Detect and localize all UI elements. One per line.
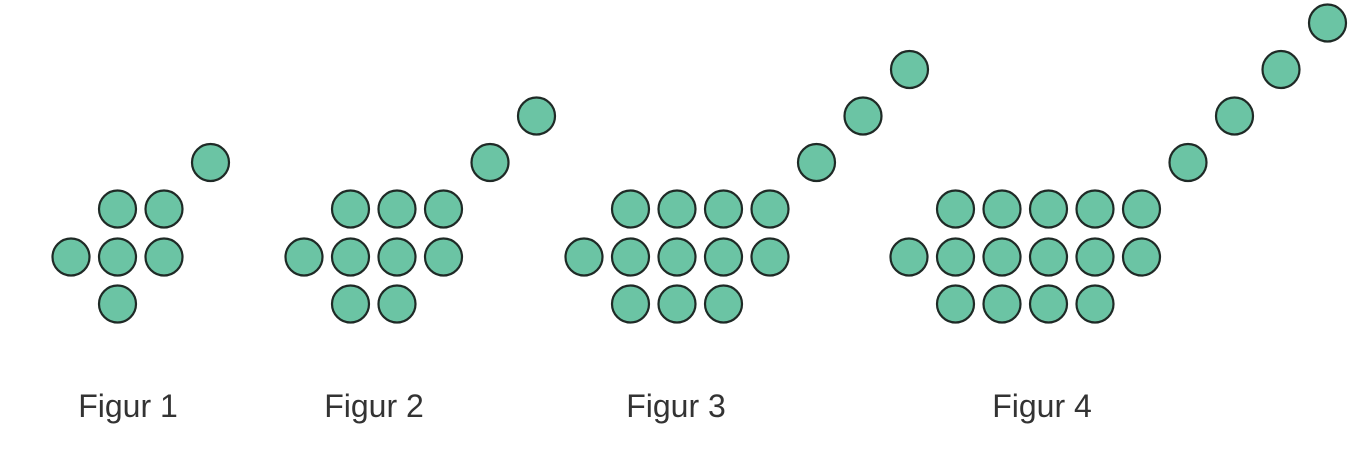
- dot-top-row: [657, 189, 697, 229]
- dot-bottom-row: [1028, 284, 1069, 324]
- dot-top-row: [1121, 189, 1162, 229]
- dot-diagonal: [1261, 49, 1301, 90]
- dot-diagonal: [889, 49, 930, 90]
- dot-middle-row: [377, 237, 417, 277]
- dot-middle-row: [284, 237, 324, 277]
- figure-3-label: Figur 3: [626, 388, 726, 424]
- dot-middle-row: [51, 237, 91, 277]
- dot-top-row: [1075, 189, 1115, 229]
- dot-middle-row: [97, 237, 138, 277]
- dot-middle-row: [935, 237, 976, 277]
- figure-3-dots: [564, 49, 930, 324]
- dot-top-row: [144, 189, 184, 229]
- dot-top-row: [982, 189, 1022, 229]
- dot-middle-row: [982, 237, 1022, 277]
- dot-bottom-row: [97, 284, 138, 324]
- dot-bottom-row: [982, 284, 1022, 324]
- dot-middle-row: [750, 237, 790, 277]
- dot-diagonal: [190, 142, 231, 183]
- dot-middle-row: [144, 237, 184, 277]
- dot-diagonal: [1214, 96, 1255, 136]
- dot-bottom-row: [1075, 284, 1115, 324]
- dot-bottom-row: [935, 284, 976, 324]
- figure-2-dots: [284, 96, 557, 324]
- dot-middle-row: [564, 237, 604, 277]
- dot-bottom-row: [377, 284, 417, 324]
- dot-middle-row: [1121, 237, 1162, 277]
- dot-middle-row: [423, 237, 464, 277]
- dot-diagonal: [1168, 142, 1208, 183]
- dot-middle-row: [657, 237, 697, 277]
- dot-top-row: [330, 189, 371, 229]
- dot-top-row: [935, 189, 976, 229]
- dot-top-row: [610, 189, 651, 229]
- dot-top-row: [97, 189, 138, 229]
- dot-bottom-row: [610, 284, 651, 324]
- figure-4-label: Figur 4: [992, 388, 1092, 424]
- figure-4-dots: [889, 3, 1348, 324]
- dot-diagonal: [470, 142, 510, 183]
- figure-1-dots: [51, 142, 231, 324]
- dot-bottom-row: [330, 284, 371, 324]
- dot-top-row: [750, 189, 790, 229]
- dot-diagonal: [796, 142, 837, 183]
- dot-bottom-row: [703, 284, 744, 324]
- figure-2-label: Figur 2: [324, 388, 424, 424]
- dot-top-row: [423, 189, 464, 229]
- dot-middle-row: [703, 237, 744, 277]
- dot-top-row: [1028, 189, 1069, 229]
- dot-middle-row: [330, 237, 371, 277]
- dot-top-row: [377, 189, 417, 229]
- dot-diagonal: [843, 96, 883, 136]
- dot-middle-row: [889, 237, 929, 277]
- figure-1-label: Figur 1: [78, 388, 178, 424]
- dot-bottom-row: [657, 284, 697, 324]
- dot-middle-row: [610, 237, 651, 277]
- dot-middle-row: [1075, 237, 1115, 277]
- dot-top-row: [703, 189, 744, 229]
- dot-diagonal: [1307, 3, 1348, 43]
- dot-diagonal: [516, 96, 557, 136]
- dot-middle-row: [1028, 237, 1069, 277]
